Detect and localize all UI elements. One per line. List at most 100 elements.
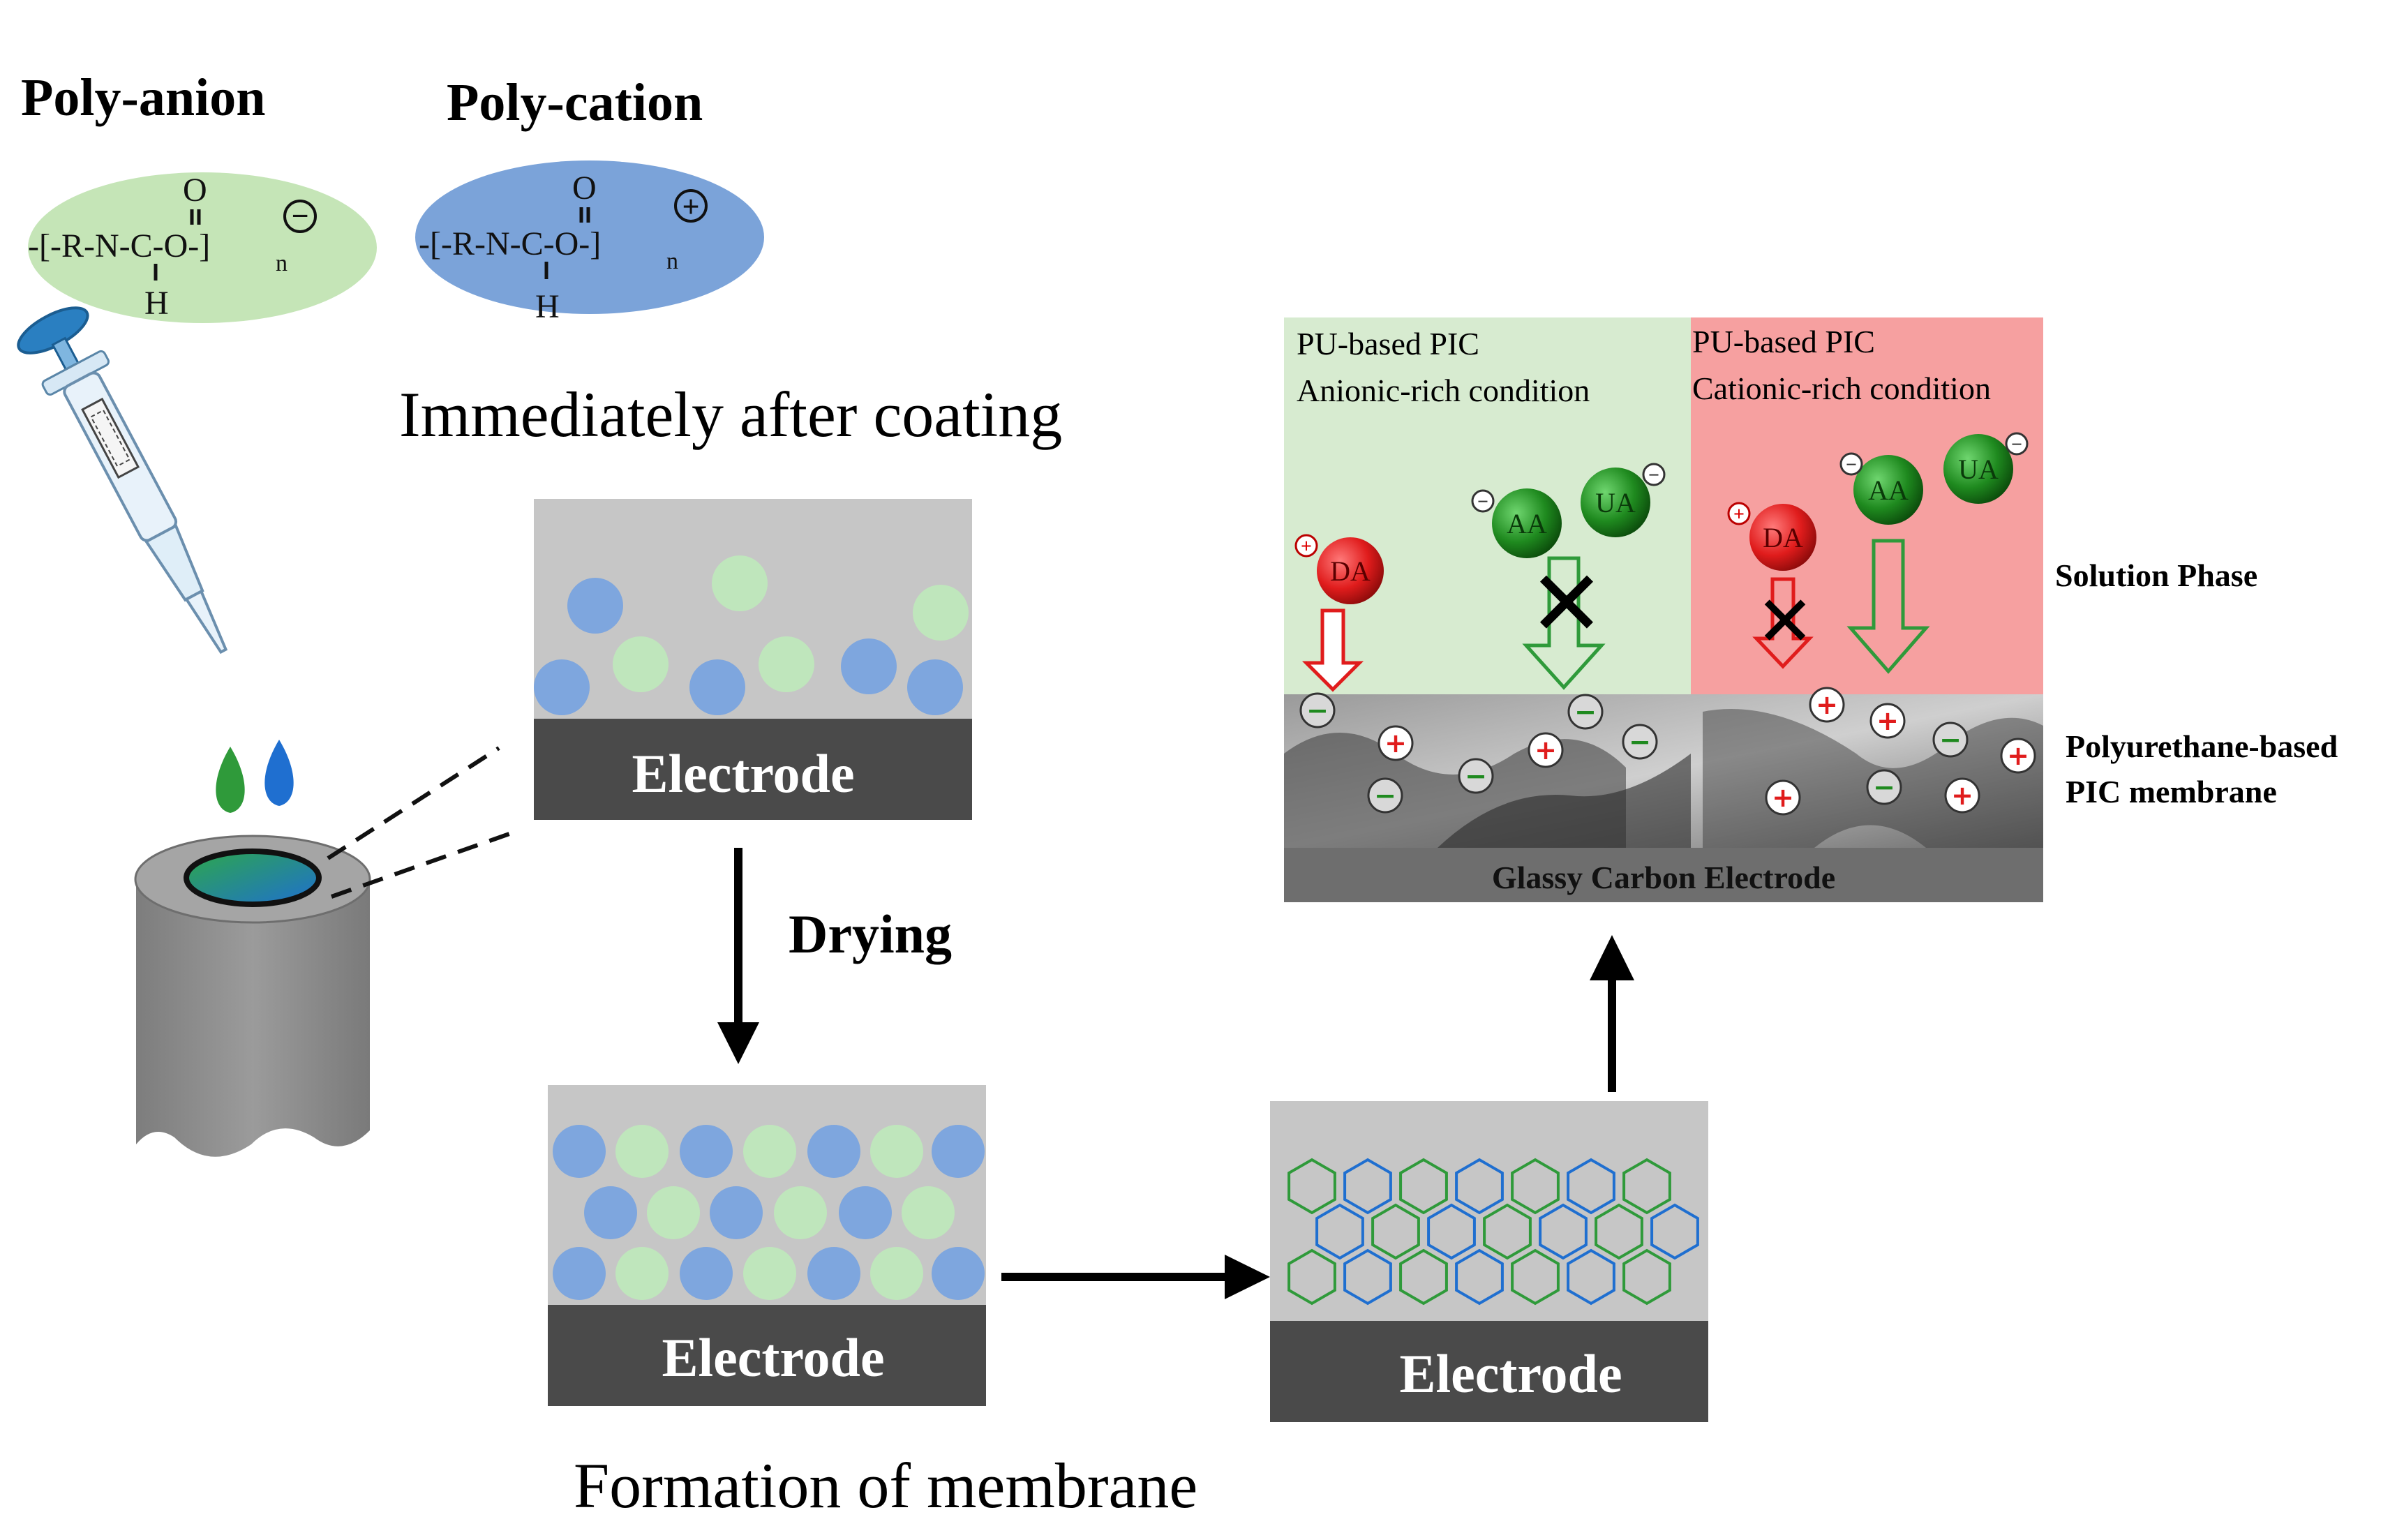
negative-charge-icon	[1458, 758, 1494, 794]
honeycomb-cell	[1343, 1158, 1392, 1215]
cation-charge-circle	[674, 189, 708, 223]
da-block-arrow-right	[1752, 577, 1814, 669]
coating-panel: Electrode	[534, 499, 972, 820]
honeycomb-cell	[1343, 1248, 1392, 1306]
up-arrowhead	[1590, 935, 1634, 980]
ua-molecule-left	[1581, 468, 1650, 537]
negative-charge-sign: −	[1873, 772, 1895, 802]
cationic-title-line1: PU-based PIC	[1692, 324, 1875, 359]
negative-charge-icon	[1299, 692, 1336, 728]
honeycomb-cell	[1567, 1248, 1615, 1306]
ua-label-right: UA	[1958, 454, 1999, 485]
da-charge-left	[1294, 534, 1318, 558]
membrane-panel: Electrode	[1270, 1101, 1708, 1422]
negative-charge-icon	[1866, 769, 1902, 805]
da-molecule-right	[1749, 504, 1816, 571]
honeycomb-cell	[1511, 1158, 1560, 1215]
honeycomb-cell	[1567, 1158, 1615, 1215]
dried-panel: Electrode	[548, 1085, 986, 1406]
positive-charge-icon	[1765, 779, 1801, 816]
aa-molecule-left	[1492, 488, 1562, 558]
positive-charge-sign: +	[1876, 705, 1899, 736]
negative-charge-sign: −	[1939, 724, 1962, 755]
positive-charge-icon	[1944, 777, 1980, 814]
electrode-label-2: Electrode	[662, 1327, 884, 1388]
drying-label: Drying	[789, 904, 952, 964]
solution-phase-label: Solution Phase	[2055, 558, 2257, 593]
da-label-left: DA	[1330, 555, 1371, 587]
aa-charge-right-sign: −	[1846, 454, 1857, 476]
ua-charge-left-sign: −	[1648, 465, 1659, 486]
anion-charge-circle	[283, 200, 317, 233]
negative-charge-icon	[1567, 694, 1604, 730]
formation-arrowhead	[1225, 1255, 1270, 1299]
anion-chain: -[-R-N-C-O-]	[28, 227, 210, 264]
positive-charge-sign: +	[1535, 735, 1557, 765]
anion-amine-h: H	[144, 285, 169, 322]
ua-label-left: UA	[1595, 487, 1636, 518]
honeycomb-cell	[1399, 1248, 1448, 1306]
positive-charge-icon	[1378, 725, 1414, 761]
ua-charge-left	[1642, 463, 1666, 486]
honeycomb-cell	[1511, 1248, 1560, 1306]
negative-charge-sign: −	[1306, 695, 1329, 726]
glassy-carbon-electrode	[1284, 848, 2043, 902]
cation-amine-h: H	[535, 288, 560, 325]
negative-charge-sign: −	[1374, 780, 1396, 811]
honeycomb-cell	[1455, 1158, 1504, 1215]
green-drop-icon	[216, 747, 245, 813]
da-charge-right-sign: +	[1733, 504, 1745, 525]
cation-carbonyl-o: O	[572, 170, 597, 207]
electrode-block-1	[534, 719, 972, 820]
aa-molecule-right	[1853, 455, 1923, 525]
drying-arrowhead	[717, 1022, 759, 1064]
positive-charge-icon	[1869, 703, 1906, 739]
cation-chain: -[-R-N-C-O-]	[419, 225, 601, 262]
coated-disk	[184, 849, 322, 907]
honeycomb-cell	[1650, 1203, 1699, 1260]
membrane-charges: −+−+−−−++−++−+	[1299, 687, 2036, 816]
da-pass-arrow-left	[1301, 608, 1364, 692]
positive-charge-sign: +	[1816, 689, 1838, 720]
da-label-right: DA	[1763, 522, 1803, 553]
aa-label-left: AA	[1507, 508, 1547, 539]
anion-carbonyl-o: O	[183, 172, 207, 209]
poly-cation-formula: O -[-R-N-C-O-] n H +	[419, 170, 708, 325]
poly-cation-label: Poly-cation	[447, 73, 703, 132]
ua-charge-right	[2005, 432, 2029, 456]
aa-charge-left	[1471, 489, 1495, 513]
positive-charge-sign: +	[1772, 782, 1794, 813]
honeycomb-cell	[1287, 1158, 1336, 1215]
positive-charge-icon	[1528, 732, 1564, 768]
electrode-block-3	[1270, 1321, 1708, 1422]
negative-charge-sign: −	[1574, 696, 1597, 727]
positive-charge-sign: +	[1951, 780, 1973, 811]
aa-block-arrow-left	[1522, 556, 1606, 690]
electrode-label-1: Electrode	[632, 743, 854, 804]
honeycomb-lattice	[1287, 1158, 1699, 1306]
aa-label-right: AA	[1868, 474, 1909, 506]
aa-block-mark-left: ✕	[1529, 551, 1605, 657]
cation-subscript: n	[666, 248, 678, 274]
membrane-label-line1: Polyurethane-based	[2066, 728, 2338, 764]
honeycomb-cell	[1622, 1248, 1671, 1306]
mechanism-panel: PU-based PIC Anionic-rich condition PU-b…	[1284, 317, 2043, 902]
negative-charge-sign: −	[1465, 761, 1487, 791]
electrode-block-2	[548, 1305, 986, 1406]
honeycomb-cell	[1371, 1203, 1420, 1260]
honeycomb-cell	[1427, 1203, 1476, 1260]
da-block-mark-right: ✕	[1756, 581, 1814, 662]
aa-charge-right	[1839, 452, 1863, 476]
anion-charge-sign: −	[291, 199, 308, 233]
negative-charge-sign: −	[1629, 726, 1651, 757]
dried-spheres	[553, 1125, 985, 1300]
membrane-label-line2: PIC membrane	[2066, 774, 2277, 809]
poly-anion-label: Poly-anion	[21, 68, 266, 127]
positive-charge-sign: +	[2007, 740, 2029, 771]
da-charge-right	[1727, 502, 1751, 525]
honeycomb-cell	[1483, 1203, 1532, 1260]
cationic-title-line2: Cationic-rich condition	[1692, 371, 1991, 406]
aa-charge-left-sign: −	[1477, 491, 1488, 513]
cation-charge-sign: +	[682, 190, 699, 224]
honeycomb-cell	[1455, 1248, 1504, 1306]
